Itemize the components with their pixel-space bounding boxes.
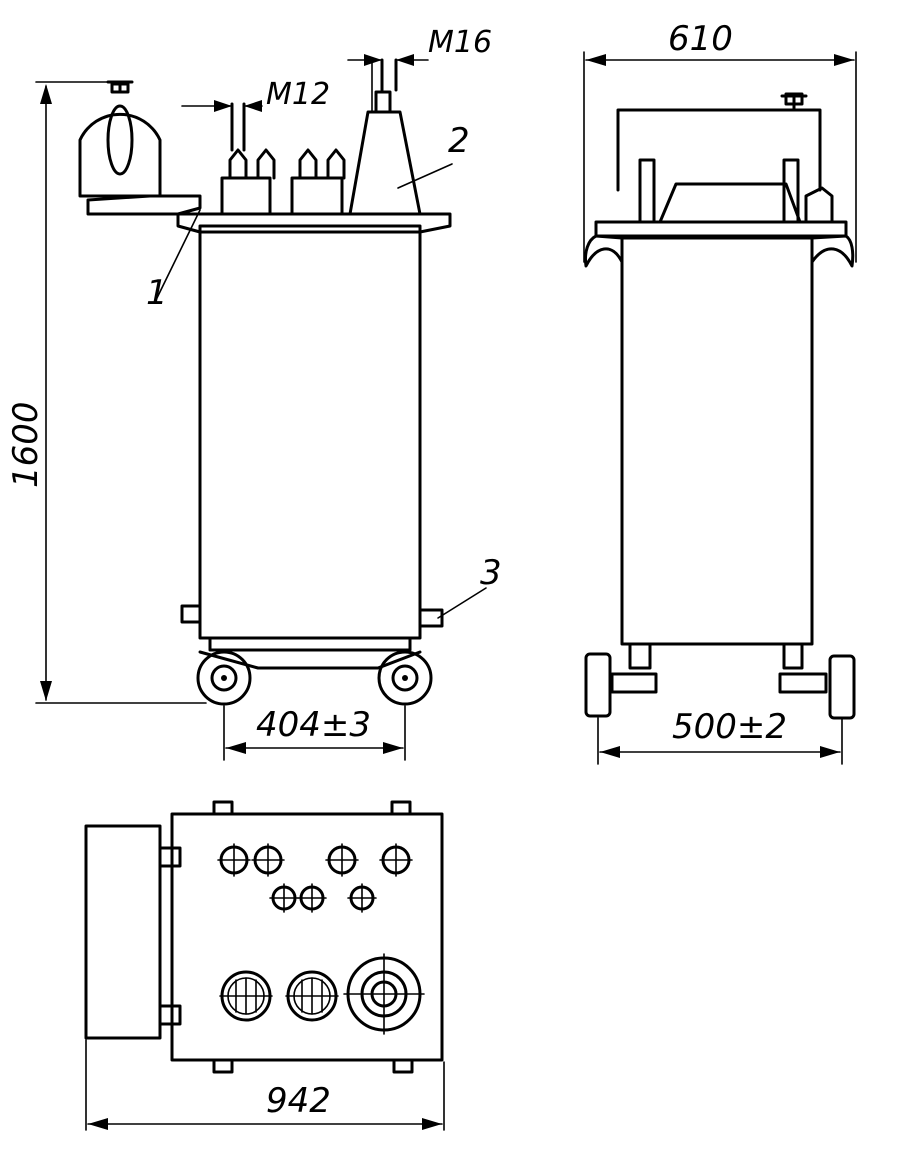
dim-height-label: 1600 bbox=[6, 401, 46, 488]
callout-3: 3 bbox=[437, 553, 502, 619]
side-lug-right bbox=[418, 608, 444, 628]
side-wheel-left bbox=[196, 650, 252, 706]
dim-thread-m16: M16 bbox=[347, 25, 492, 66]
callout-1: 1 bbox=[146, 209, 201, 313]
front-hook-right bbox=[810, 234, 855, 268]
dim-front-track-label: 500±2 bbox=[672, 707, 787, 747]
dim-front-track: 500±2 bbox=[599, 707, 841, 758]
plan-tank-outline bbox=[170, 812, 444, 1062]
front-legs bbox=[628, 642, 804, 670]
thread-m16-label: M16 bbox=[428, 25, 492, 60]
callout-2-label: 2 bbox=[448, 121, 470, 161]
side-view bbox=[78, 58, 452, 761]
conservator-bracket bbox=[86, 194, 202, 216]
side-wheel-right bbox=[377, 650, 433, 706]
front-view bbox=[584, 92, 856, 765]
plan-large-terminals bbox=[219, 953, 425, 1035]
dim-wheelbase: 404±3 bbox=[225, 705, 404, 754]
plan-conservator bbox=[84, 824, 162, 1040]
front-conservator bbox=[616, 108, 822, 192]
dim-plan-length: 942 bbox=[85, 1039, 445, 1131]
callout-2: 2 bbox=[397, 121, 470, 189]
side-tank-body bbox=[198, 224, 422, 640]
thread-m12-label: M12 bbox=[266, 77, 330, 112]
front-hook-left bbox=[584, 234, 624, 268]
plan-view bbox=[84, 800, 444, 1074]
dim-plan-length-label: 942 bbox=[266, 1081, 331, 1121]
side-lug-left bbox=[180, 604, 202, 624]
dim-thread-m12: M12 bbox=[181, 77, 330, 112]
front-wheel-left bbox=[584, 652, 612, 718]
plan-lv-terminals bbox=[217, 843, 413, 913]
dim-top-width-label: 610 bbox=[668, 19, 733, 59]
callout-3-label: 3 bbox=[480, 553, 502, 593]
lv-bushings bbox=[220, 102, 346, 216]
side-tank-cover bbox=[176, 212, 452, 234]
dim-top-width: 610 bbox=[583, 19, 857, 263]
front-tank-cover bbox=[594, 220, 848, 238]
front-wheel-right bbox=[828, 654, 856, 720]
dim-height: 1600 bbox=[6, 81, 207, 704]
hv-bushing bbox=[348, 58, 422, 216]
callout-1-label: 1 bbox=[146, 273, 168, 313]
side-carriage bbox=[208, 636, 412, 652]
dim-wheelbase-label: 404±3 bbox=[256, 705, 371, 745]
front-tank-body bbox=[620, 236, 814, 646]
conservator bbox=[78, 80, 162, 198]
